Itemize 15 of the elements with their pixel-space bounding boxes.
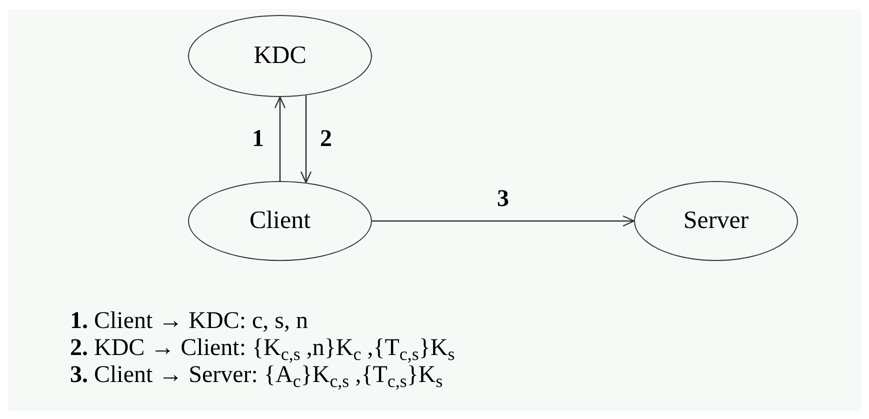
arrow	[274, 96, 286, 181]
message-line: 2. KDC → Client: {K$_{c,s}$ ,n}K$_{c}$ ,{T$_{c,s}$}K$_{s}$	[70, 335, 455, 362]
node-label: Client	[249, 206, 311, 236]
message-line: 3. Client → Server: {A$_{c}$}K$_{c,s}$ ,{T$_{c,s}$}K$_{s}$	[70, 362, 444, 389]
node-ellipse	[188, 15, 372, 97]
message-line: 1. Client → KDC: c, s, n	[70, 308, 309, 335]
node-ellipse	[188, 181, 372, 261]
edge-label: 3	[497, 187, 509, 211]
node-label: Server	[683, 206, 749, 236]
node-label: KDC	[254, 41, 306, 72]
node-ellipse	[634, 181, 798, 261]
arrow	[372, 215, 635, 227]
arrow	[300, 95, 312, 184]
edge-label: 1	[252, 127, 264, 151]
edge-label: 2	[320, 126, 332, 151]
